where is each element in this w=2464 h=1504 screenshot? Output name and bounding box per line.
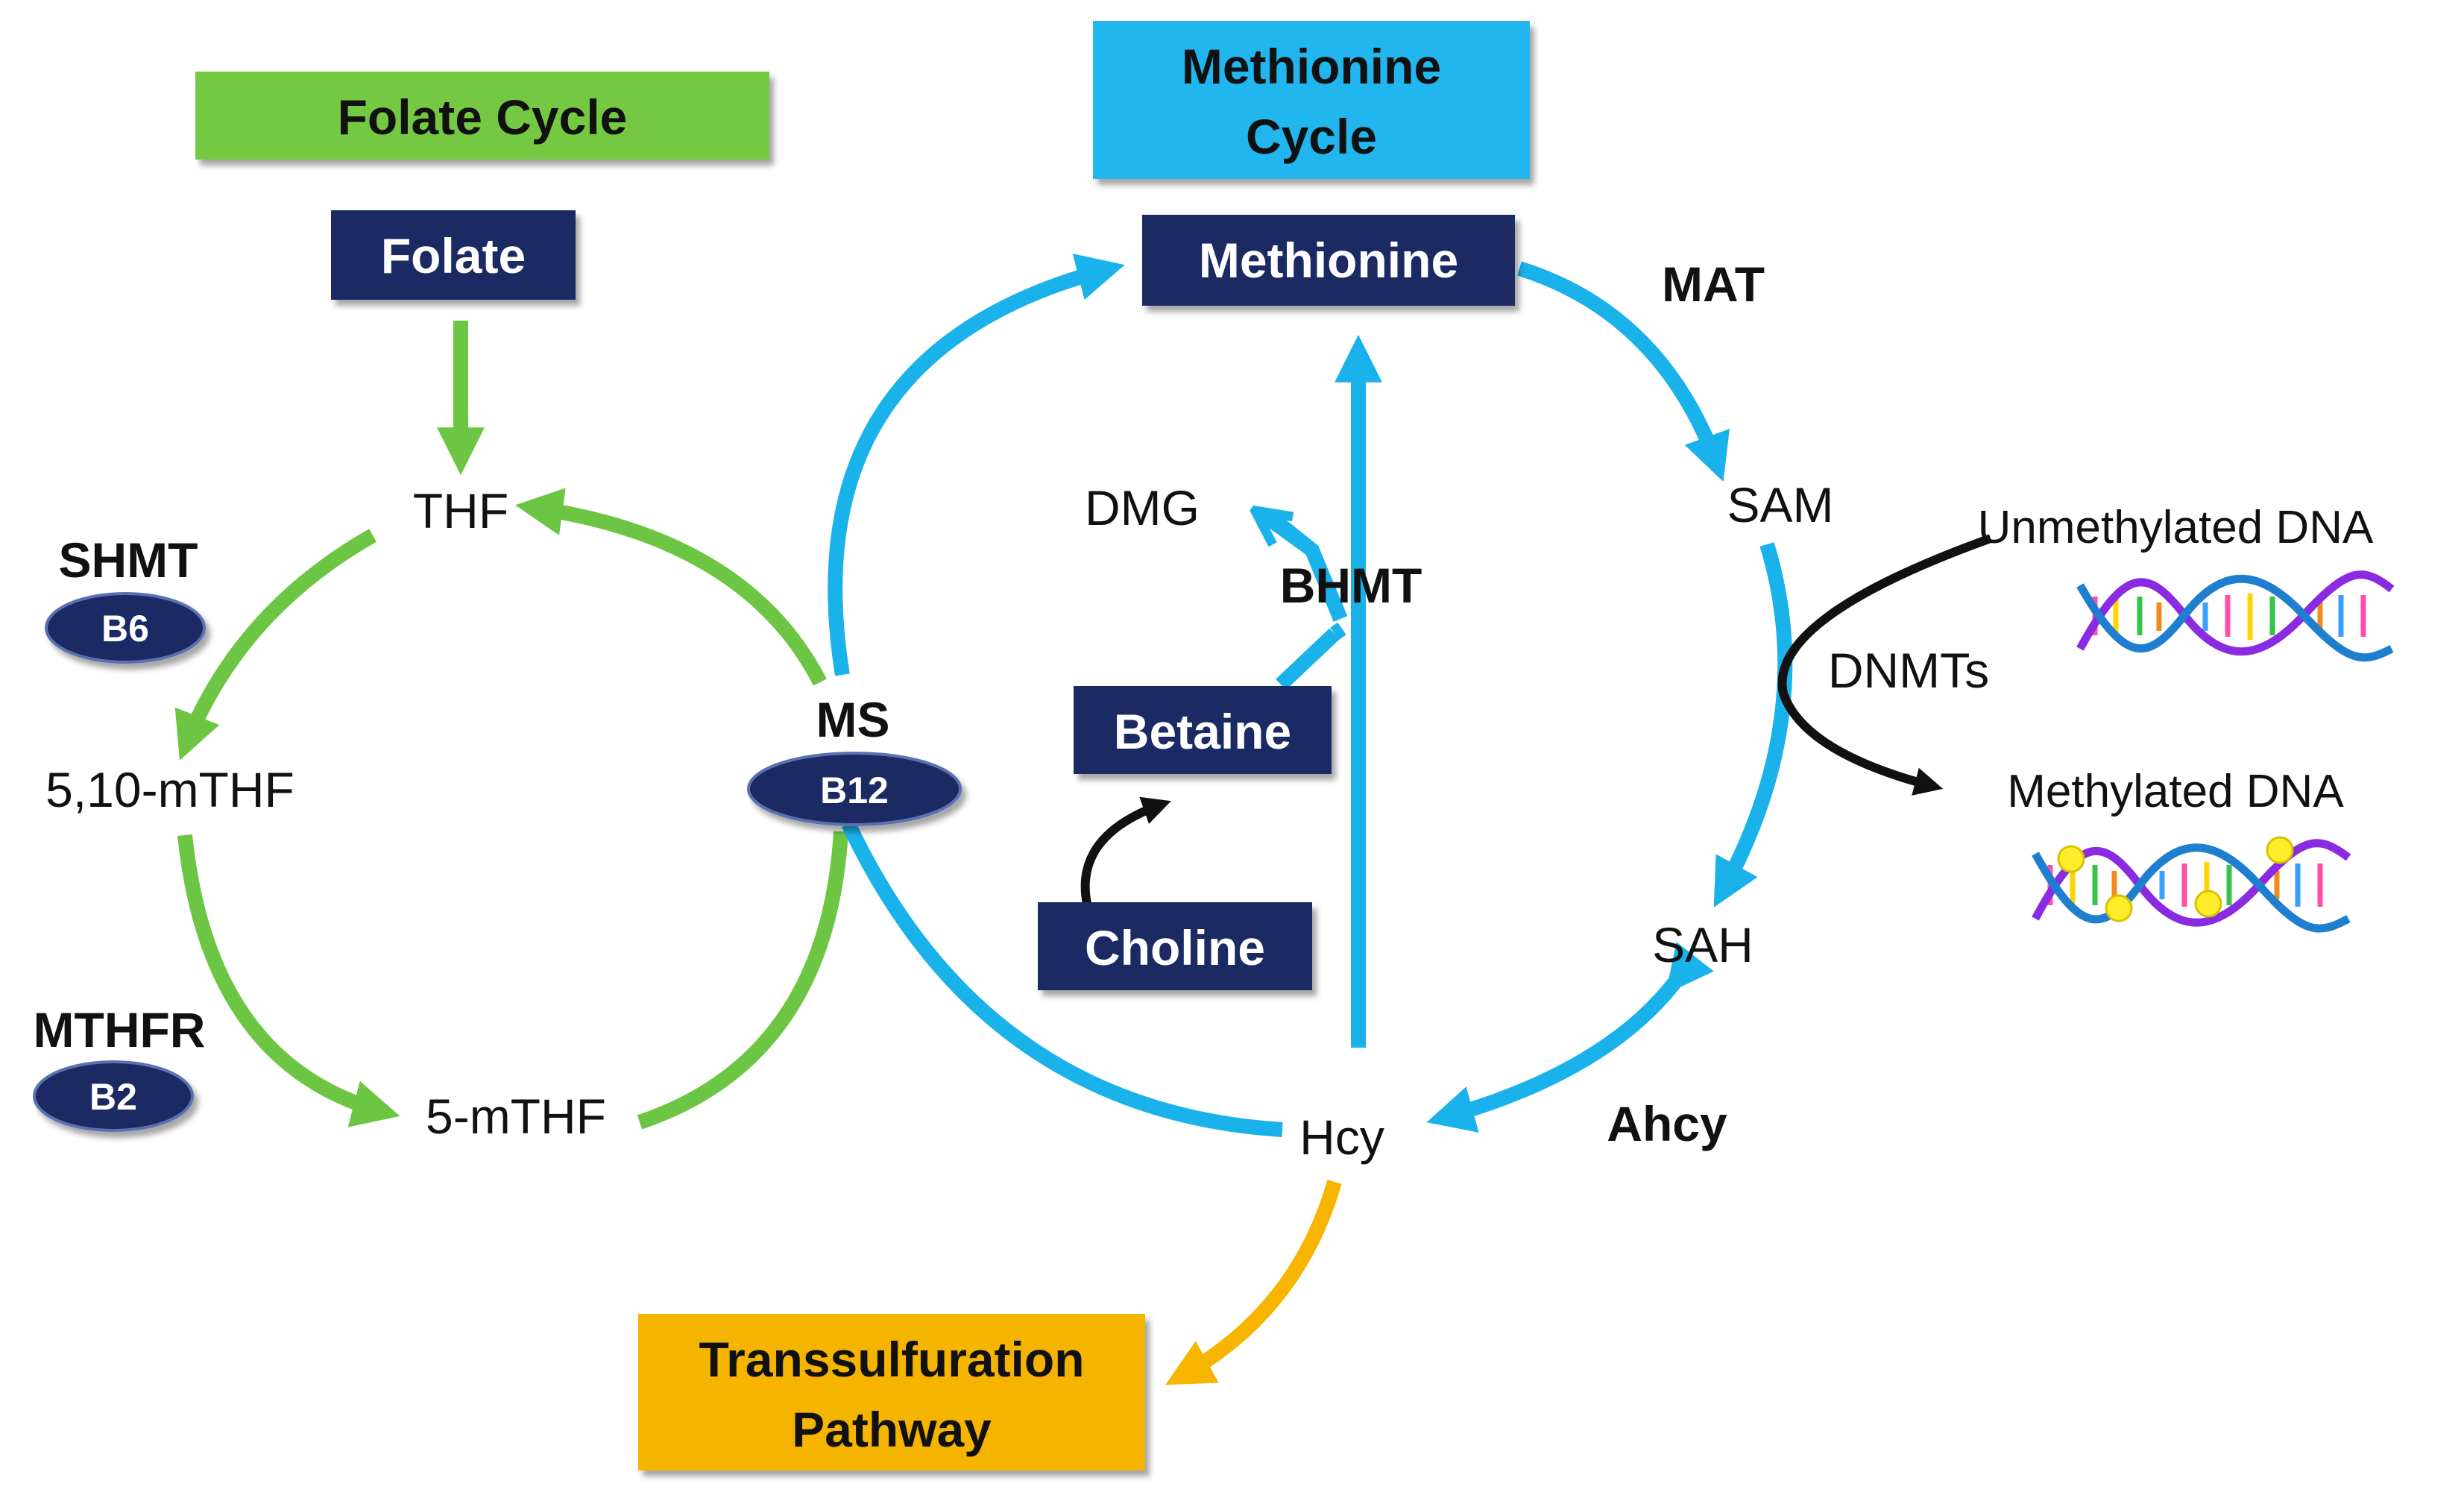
arrow-5-10-mthf-to-5-mthf — [177, 834, 400, 1127]
metabolite-sam: SAM — [1727, 477, 1833, 532]
methyl-group-4 — [2266, 836, 2294, 864]
folate-box: Folate — [331, 210, 576, 300]
vitamin-b12-label: B12 — [820, 770, 889, 811]
folate-box-label: Folate — [381, 228, 526, 283]
enzyme-ms: MS — [816, 692, 890, 747]
methylated-dna-label: Methylated DNA — [2007, 766, 2344, 817]
arrow-sam-to-sah — [1713, 542, 1793, 907]
vitamin-b2-oval: B2 — [33, 1060, 194, 1132]
transsulfuration-line1: Transsulfuration — [699, 1332, 1084, 1387]
folate-cycle-title: Folate Cycle — [195, 72, 769, 160]
metabolite-hcy: Hcy — [1299, 1110, 1384, 1165]
vitamin-b6-label: B6 — [101, 608, 149, 649]
unmethylated-dna-helix — [2076, 570, 2395, 662]
betaine-box-label: Betaine — [1114, 704, 1291, 759]
metabolite-5-mthf: 5-mTHF — [426, 1089, 606, 1144]
methyl-group-2 — [2105, 894, 2133, 922]
choline-box-label: Choline — [1085, 920, 1265, 975]
methionine-cycle-title: Methionine Cycle — [1093, 21, 1530, 179]
methylated-dna-helix — [2032, 836, 2351, 933]
arrow-ms-to-thf — [514, 488, 827, 686]
arrow-methionine-to-sam — [1517, 261, 1730, 482]
metabolite-thf: THF — [413, 483, 508, 538]
methionine-cycle-arrows — [828, 254, 1793, 1137]
enzyme-mat: MAT — [1662, 257, 1765, 312]
methionine-box: Methionine — [1142, 215, 1515, 306]
metabolite-sah: SAH — [1652, 917, 1754, 972]
folate-cycle-title-text: Folate Cycle — [338, 89, 628, 145]
betaine-box: Betaine — [1074, 686, 1332, 774]
arrow-ms-to-methionine — [828, 254, 1125, 676]
arrow-hcy-to-transsulfuration — [1165, 1180, 1342, 1385]
transsulfuration-line2: Pathway — [792, 1402, 992, 1457]
transsulfuration-pathway-box: Transsulfuration Pathway — [638, 1314, 1145, 1470]
arrow-thf-to-5-10-mthf — [174, 529, 376, 761]
arrow-5-mthf-to-ms — [637, 831, 848, 1130]
methyl-group-1 — [2057, 845, 2085, 873]
enzyme-ahcy: Ahcy — [1607, 1096, 1727, 1151]
methionine-cycle-title-line1: Methionine — [1182, 39, 1441, 94]
vitamin-b12-oval: B12 — [747, 752, 962, 826]
vitamin-b6-oval: B6 — [45, 592, 206, 664]
folate-cycle-arrows — [174, 321, 848, 1130]
arrow-hcy-to-ms — [841, 820, 1283, 1137]
arrow-sah-to-hcy — [1426, 942, 1714, 1133]
arrow-betaine-to-dmg-head — [1258, 513, 1316, 557]
arrow-choline-to-betaine — [1080, 796, 1171, 905]
choline-box: Choline — [1038, 902, 1312, 990]
enzyme-dnmts: DNMTs — [1828, 643, 1989, 698]
methionine-cycle-title-line2: Cycle — [1246, 109, 1377, 164]
enzyme-bhmt: BHMT — [1280, 558, 1422, 613]
vitamin-b2-label: B2 — [89, 1076, 137, 1118]
methionine-box-label: Methionine — [1199, 233, 1458, 288]
metabolite-dmg: DMG — [1085, 480, 1200, 535]
unmethylated-dna-label: Unmethylated DNA — [1978, 502, 2374, 553]
metabolite-5-10-mthf: 5,10-mTHF — [45, 762, 294, 817]
enzyme-mthfr: MTHFR — [34, 1002, 206, 1057]
arrow-unmethylated-to-methylated-dna — [1777, 534, 1993, 796]
methyl-group-3 — [2194, 890, 2222, 918]
enzyme-shmt: SHMT — [59, 532, 198, 588]
